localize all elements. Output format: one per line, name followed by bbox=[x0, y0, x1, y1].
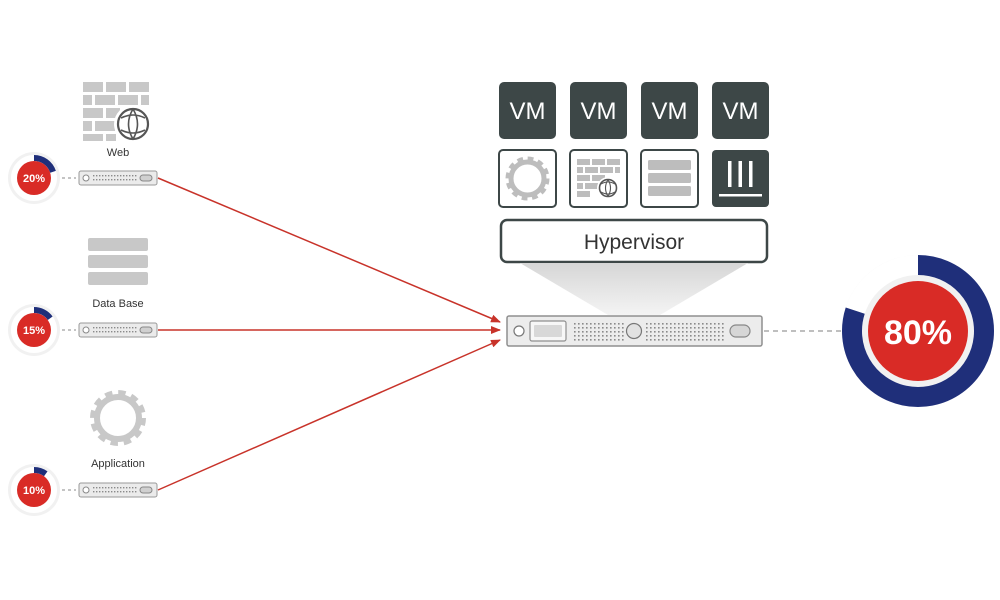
vm-firewall-icon bbox=[569, 149, 628, 208]
vm-icon-row bbox=[498, 149, 769, 208]
web-utilization-value: 20% bbox=[23, 173, 45, 185]
hypervisor-box: Hypervisor bbox=[499, 218, 769, 264]
database-utilization-value: 15% bbox=[23, 325, 45, 337]
web-server-unit bbox=[78, 170, 158, 186]
vm-tile-3: VM bbox=[641, 82, 698, 139]
database-icon bbox=[88, 238, 148, 285]
vm-tile-2: VM bbox=[570, 82, 627, 139]
connector-application bbox=[157, 339, 501, 491]
vm-label-2: VM bbox=[581, 98, 617, 125]
host-utilization-value: 80% bbox=[884, 314, 952, 352]
vm-gear-icon bbox=[498, 149, 557, 208]
vm-row: VM VM VM VM bbox=[499, 82, 769, 139]
firewall-globe-icon bbox=[83, 82, 152, 143]
database-utilization-gauge: 15% bbox=[8, 304, 60, 356]
vm-server-rack-icon bbox=[712, 150, 769, 207]
host-vent-grill bbox=[574, 323, 724, 341]
vm-tile-1: VM bbox=[499, 82, 556, 139]
web-label: Web bbox=[107, 147, 129, 159]
gear-icon bbox=[90, 390, 146, 446]
application-server-group: Application 10% bbox=[8, 390, 158, 516]
database-server-unit bbox=[78, 322, 158, 338]
hypervisor-label: Hypervisor bbox=[584, 231, 684, 254]
web-server-group: Web 20% bbox=[8, 82, 158, 204]
host-utilization-gauge: 80% bbox=[842, 255, 994, 407]
application-utilization-value: 10% bbox=[23, 485, 45, 497]
vm-label-3: VM bbox=[652, 98, 688, 125]
vm-label-1: VM bbox=[510, 98, 546, 125]
database-server-group: Data Base 15% bbox=[8, 238, 158, 356]
application-label: Application bbox=[91, 458, 145, 470]
vm-tile-4: VM bbox=[712, 82, 769, 139]
vm-label-4: VM bbox=[723, 98, 759, 125]
application-utilization-gauge: 10% bbox=[8, 464, 60, 516]
database-label: Data Base bbox=[92, 298, 143, 310]
host-server bbox=[506, 315, 763, 347]
web-utilization-gauge: 20% bbox=[8, 152, 60, 204]
hypervisor-cone bbox=[520, 263, 748, 315]
application-server-unit bbox=[78, 482, 158, 498]
connector-web bbox=[157, 177, 501, 323]
vm-database-icon bbox=[640, 149, 699, 208]
